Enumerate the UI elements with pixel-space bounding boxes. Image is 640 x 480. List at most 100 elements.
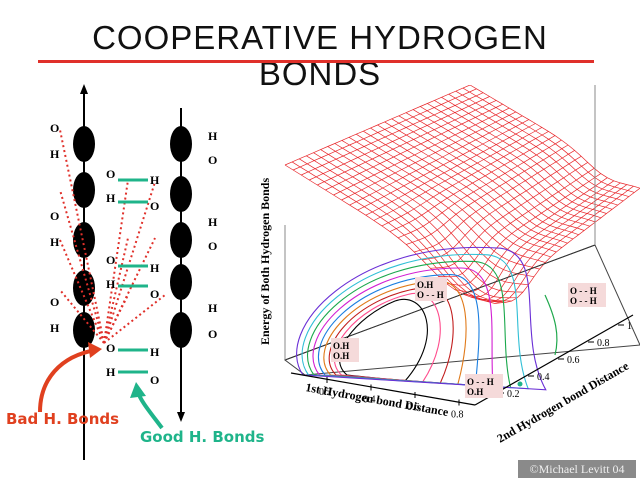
- surface-mesh-line: [486, 185, 634, 302]
- z-axis-label: Energy of Both Hydrogen Bonds: [258, 178, 272, 345]
- hydrogen-atom-label: H: [150, 261, 160, 275]
- y-tick-label: 1: [627, 321, 632, 332]
- surface-mesh-line: [292, 88, 477, 171]
- left-axis-arrowhead: [80, 84, 88, 94]
- surface-mesh-line: [397, 139, 562, 239]
- oxygen-atom-label: O: [106, 167, 115, 181]
- left-backbone-ellipse: [73, 312, 95, 348]
- oxygen-atom-label: O: [50, 121, 59, 135]
- right-backbone-ellipse: [170, 176, 192, 212]
- right-backbone-ellipse: [170, 312, 192, 348]
- oxygen-atom-label: O: [150, 287, 159, 301]
- surface-mesh-line: [301, 92, 484, 176]
- y-tick-label: 0.4: [537, 372, 550, 383]
- oxygen-atom-label: O: [106, 341, 115, 355]
- energy-contour: [318, 274, 480, 386]
- surface-mesh-line: [313, 152, 518, 299]
- hydrogen-atom-label: H: [150, 345, 160, 359]
- oxygen-atom-label: O: [50, 295, 59, 309]
- x-tick-label: 0.2: [319, 387, 332, 398]
- energy-surface-plot: 0.20.40.60.80.20.40.60.81 O.H O - - H O …: [258, 85, 640, 445]
- left-backbone-ellipse: [73, 270, 95, 306]
- surface-mesh-line: [422, 156, 582, 261]
- bad-bond-arrow: [38, 348, 97, 413]
- hydrogen-atom-label: H: [50, 147, 60, 161]
- right-backbone-ellipse: [170, 264, 192, 300]
- surface-mesh-line: [357, 119, 529, 211]
- x-tick-label: 0.6: [407, 402, 420, 413]
- x-tick-label: 0.4: [363, 395, 376, 406]
- surface-mesh-line: [309, 96, 490, 181]
- hydrogen-atom-label: H: [106, 277, 116, 291]
- right-backbone-ellipse: [170, 222, 192, 258]
- box-top-left: O.H O - - H: [415, 277, 447, 301]
- energy-contour: [301, 253, 530, 390]
- surface-mesh-line: [333, 107, 510, 196]
- surface-mesh-line: [317, 100, 497, 186]
- x-tick-label: 0.8: [451, 410, 464, 421]
- bad-bond-arrowhead: [88, 342, 102, 358]
- hydrogen-atom-label: H: [208, 301, 218, 315]
- box-right-line1: O - - H: [570, 286, 597, 296]
- box-right: O - - H O - - H: [568, 283, 606, 307]
- box-bottom-left-line1: O.H: [333, 341, 349, 351]
- energy-contour-right: [544, 294, 558, 356]
- hydrogen-atom-label: H: [106, 365, 116, 379]
- energy-contour: [296, 246, 547, 391]
- box-top-left-line2: O - - H: [417, 290, 444, 300]
- y-tick-label: 0.6: [567, 355, 580, 366]
- box-bottom-left-line2: O.H: [333, 351, 349, 361]
- surface-mesh-line: [284, 85, 471, 166]
- oxygen-atom-label: O: [150, 199, 159, 213]
- energy-contour: [312, 267, 494, 388]
- y-tick-label: 0.8: [597, 338, 610, 349]
- surface-mesh-line: [381, 131, 549, 227]
- oxygen-atom-label: O: [50, 209, 59, 223]
- surface-mesh-line: [478, 184, 628, 302]
- y-axis-label: 2nd Hydrogen bond Distance: [495, 358, 632, 445]
- bad-hbond-dotted-line: [59, 289, 105, 344]
- x-axis-line: [290, 372, 476, 406]
- bad-hbond-dotted-line: [103, 181, 156, 344]
- bad-hbond-dotted-line: [59, 189, 105, 344]
- page-title: COOPERATIVE HYDROGEN BONDS: [92, 19, 548, 92]
- surface-mesh-line: [494, 187, 640, 304]
- good-bonds-label: Good H. Bonds: [140, 428, 265, 446]
- right-axis-arrowhead: [177, 412, 185, 422]
- box-bottom-right: O - - H O.H: [465, 374, 503, 398]
- surface-mesh-line: [284, 164, 496, 304]
- oxygen-atom-label: O: [208, 327, 217, 341]
- box-bottom-right-line2: O.H: [467, 387, 483, 397]
- surface-mesh-line: [438, 168, 595, 278]
- surface-mesh-line: [446, 173, 601, 286]
- surface-mesh-line: [349, 115, 523, 206]
- minimum-point-marker: [517, 381, 523, 387]
- oxygen-atom-label: O: [208, 153, 217, 167]
- left-backbone-ellipse: [73, 126, 95, 162]
- hydrogen-atom-label: H: [50, 321, 60, 335]
- hydrogen-atom-label: H: [50, 235, 60, 249]
- box-right-line2: O - - H: [570, 296, 597, 306]
- surface-mesh-line: [365, 123, 536, 216]
- box-bottom-left: O.H O.H: [331, 338, 359, 362]
- copyright-badge: ©Michael Levitt 04: [518, 460, 636, 478]
- left-backbone-ellipse: [73, 222, 95, 258]
- bad-bonds-label: Bad H. Bonds: [6, 410, 120, 428]
- bad-hbond-dotted-line: [59, 239, 105, 344]
- surface-mesh-line: [341, 111, 516, 201]
- oxygen-atom-label: O: [106, 253, 115, 267]
- surface-mesh-line: [389, 135, 556, 232]
- box-top-left-line1: O.H: [417, 280, 433, 290]
- hydrogen-atom-label: H: [150, 173, 160, 187]
- oxygen-atom-label: O: [208, 239, 217, 253]
- surface-mesh-line: [325, 103, 503, 191]
- box-bottom-right-line1: O - - H: [467, 377, 494, 387]
- right-backbone-ellipse: [170, 126, 192, 162]
- surface-mesh-line: [414, 150, 575, 253]
- oxygen-atom-label: O: [150, 373, 159, 387]
- hydrogen-atom-label: H: [208, 215, 218, 229]
- title-underline: [38, 60, 594, 63]
- surface-mesh-line: [373, 127, 543, 221]
